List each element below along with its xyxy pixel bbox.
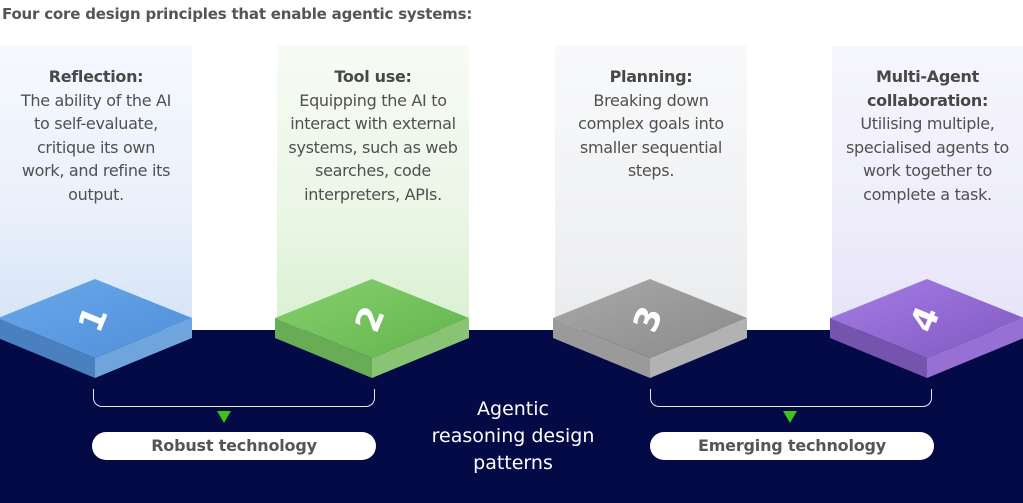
arrow-down-icon	[217, 411, 231, 423]
principle-title: Planning:	[609, 67, 693, 86]
tile-2-icon: 2	[273, 270, 473, 385]
principle-title: Tool use:	[334, 67, 412, 86]
principle-title: Multi-Agent collaboration:	[866, 67, 989, 110]
principle-title: Reflection:	[48, 67, 144, 86]
dark-footer-band	[0, 330, 1023, 503]
center-caption: Agentic reasoning design patterns	[400, 396, 626, 477]
emerging-group-bracket	[650, 389, 932, 407]
principle-column-planning: Planning: Breaking down complex goals in…	[555, 46, 747, 330]
robust-group-bracket	[93, 389, 375, 407]
center-caption-line: reasoning design	[431, 425, 595, 447]
principle-description: Breaking down complex goals into smaller…	[578, 90, 724, 181]
robust-technology-label: Robust technology	[92, 432, 376, 460]
tile-3-icon: 3	[551, 270, 751, 385]
principle-description: Equipping the AI to interact with extern…	[288, 90, 458, 204]
tile-4-icon: 4	[828, 270, 1023, 385]
page-title: Four core design principles that enable …	[2, 5, 473, 23]
center-caption-line: patterns	[473, 452, 553, 474]
center-caption-line: Agentic	[477, 398, 549, 420]
arrow-down-icon	[783, 411, 797, 423]
principle-description: The ability of the AI to self-evaluate, …	[20, 90, 172, 204]
emerging-technology-label: Emerging technology	[650, 432, 934, 460]
principle-description: Utilising multiple, specialised agents t…	[845, 114, 1010, 204]
tile-1-icon: 1	[0, 270, 196, 385]
